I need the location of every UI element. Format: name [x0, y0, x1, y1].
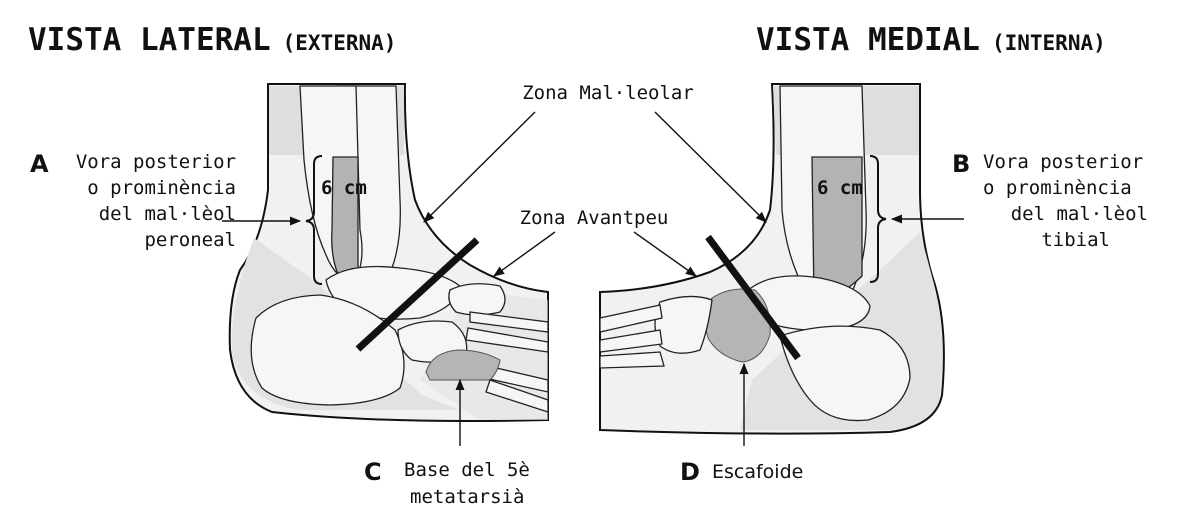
- lateral-view-title: VISTA LATERAL(EXTERNA): [28, 22, 396, 58]
- malleolar-zone-label: Zona Mal·leolar: [522, 82, 694, 104]
- point-b-line-2: o prominència: [983, 177, 1132, 199]
- point-b-line-4: tibial: [1041, 229, 1110, 251]
- malleolar-arrow-right: [654, 111, 767, 223]
- point-d-letter: D: [680, 458, 700, 486]
- lateral-metatarsal-2: [465, 327, 549, 353]
- point-a-line-3: del mal·lèol: [99, 203, 236, 225]
- point-b-label: B Vora posterior o prominència del mal·l…: [952, 150, 1148, 251]
- lateral-calcaneus: [250, 294, 405, 406]
- point-a-letter: A: [30, 150, 49, 178]
- malleolar-arrow-left: [423, 111, 536, 223]
- point-d-line-1: Escafoide: [712, 461, 803, 483]
- medial-calcaneus: [779, 325, 911, 422]
- point-a-line-1: Vora posterior: [76, 151, 236, 173]
- medial-metatarsal-2: [599, 329, 663, 353]
- point-b-letter: B: [952, 150, 970, 178]
- medial-metatarsal-3: [599, 351, 665, 369]
- lateral-navicular: [448, 283, 506, 316]
- point-a-label: A Vora posterior o prominència del mal·l…: [30, 150, 236, 251]
- lateral-foot: 6 cm: [228, 83, 549, 422]
- lateral-cut-line: [355, 237, 480, 352]
- lateral-metatarsal-5: [485, 379, 549, 413]
- point-a-line-4: peroneal: [144, 229, 236, 251]
- point-b-line-1: Vora posterior: [983, 151, 1143, 173]
- point-a-line-2: o prominència: [87, 177, 236, 199]
- lateral-6cm-bracket: [305, 155, 323, 285]
- forefoot-zone-label: Zona Avantpeu: [520, 207, 669, 229]
- medial-6cm-bracket: [869, 155, 887, 283]
- medial-metatarsal-1: [599, 304, 663, 333]
- point-c-letter: C: [364, 458, 382, 486]
- medial-6cm-label: 6 cm: [817, 177, 863, 199]
- medial-view-title: VISTA MEDIAL(INTERNA): [756, 22, 1106, 58]
- point-c-line-1: Base del 5è: [404, 459, 530, 481]
- forefoot-arrow-left: [493, 231, 556, 277]
- point-c-label: C Base del 5è metatarsià: [364, 458, 530, 508]
- medial-cut-line: [705, 234, 801, 361]
- medial-foot: 6 cm: [599, 83, 945, 435]
- forefoot-arrow-right: [633, 231, 697, 277]
- point-b-line-3: del mal·lèol: [1011, 203, 1148, 225]
- point-c-line-2: metatarsià: [410, 486, 524, 508]
- point-d-label: D Escafoide: [680, 458, 803, 486]
- lateral-6cm-label: 6 cm: [321, 177, 367, 199]
- lateral-malleolus-highlight: [331, 156, 359, 283]
- lateral-metatarsal-1: [469, 311, 549, 333]
- lateral-fifth-metatarsal-base: [425, 349, 501, 381]
